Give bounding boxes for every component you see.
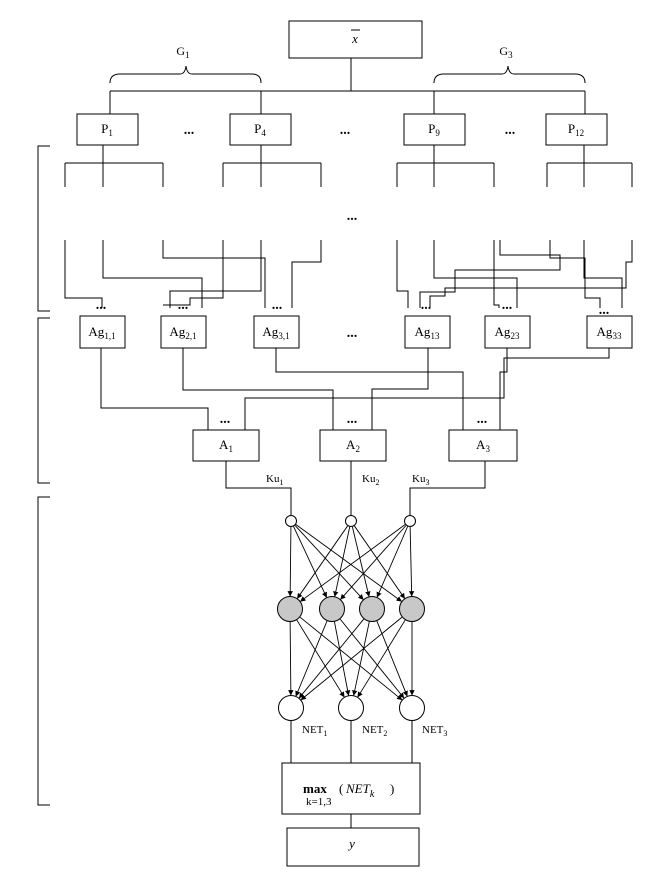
edge-in3-hid1 bbox=[300, 524, 406, 602]
p-block-4: P4 bbox=[229, 113, 292, 146]
ellipsis-p-3: ... bbox=[505, 123, 516, 138]
svg-text:P1: P1 bbox=[101, 121, 113, 138]
hidden-node-4 bbox=[399, 596, 425, 622]
p-block-1: P1 bbox=[76, 113, 139, 146]
ag-block-3-3: Ag33 bbox=[586, 315, 633, 349]
ellipsis-a-3: ... bbox=[477, 412, 488, 427]
edge-in2-hid1 bbox=[297, 525, 348, 599]
edge-in2-hid2 bbox=[333, 526, 351, 597]
edge-hid4-out2 bbox=[357, 619, 406, 698]
ellipsis-ag-3: ... bbox=[272, 298, 283, 313]
edge-hid2-out1 bbox=[295, 620, 328, 697]
ellipsis-ag-5: ... bbox=[502, 298, 513, 313]
output-block bbox=[286, 827, 420, 867]
ellipsis-p-2: ... bbox=[340, 123, 351, 138]
brace-g3 bbox=[433, 65, 586, 84]
ag-to-a-lines bbox=[100, 348, 610, 430]
p-block-12: P12 bbox=[545, 113, 608, 146]
ag-block-2-1: Ag2,1 bbox=[160, 315, 207, 349]
edge-hid3-out1 bbox=[298, 618, 365, 699]
ku-label-2: Ku2 bbox=[362, 473, 379, 487]
net-label-1: NET1 bbox=[302, 724, 327, 738]
edge-in2-hid4 bbox=[354, 525, 405, 599]
ellipsis-a-1: ... bbox=[220, 412, 231, 427]
edge-hid2-out2 bbox=[334, 621, 351, 696]
a-block-1: A1 bbox=[192, 429, 260, 462]
ellipsis-ag-row: ... bbox=[347, 326, 358, 341]
svg-text:NETk: NETk bbox=[345, 781, 375, 800]
svg-text:(: ( bbox=[339, 781, 343, 796]
ellipsis-ag-1: ... bbox=[96, 298, 107, 313]
input-block bbox=[288, 20, 423, 59]
brace-g1 bbox=[109, 65, 262, 84]
routing-lines bbox=[64, 240, 633, 308]
ku-label-1: Ku1 bbox=[266, 473, 283, 487]
ellipsis-middle: ... bbox=[347, 209, 358, 224]
max-block: max ( NETk ) k=1,3 bbox=[281, 762, 421, 815]
fork-p4 bbox=[222, 145, 322, 187]
edge-hid1-out1 bbox=[288, 621, 294, 696]
net-to-max-lines bbox=[290, 721, 413, 763]
fork-p1 bbox=[64, 145, 164, 187]
output-node-3 bbox=[399, 695, 425, 721]
a-to-nn-lines bbox=[225, 461, 486, 517]
input-connectors bbox=[109, 58, 586, 114]
input-label: x bbox=[351, 31, 358, 46]
hidden-node-3 bbox=[359, 596, 385, 622]
fork-p12 bbox=[546, 145, 633, 187]
label-g1: G1 bbox=[176, 44, 189, 60]
edge-hid1-out2 bbox=[296, 619, 345, 698]
output-node-2 bbox=[338, 695, 364, 721]
input-node-1 bbox=[285, 515, 297, 527]
ag-block-1-1: Ag1,1 bbox=[79, 315, 126, 349]
ag-block-1-3: Ag13 bbox=[404, 315, 451, 349]
net-label-2: NET2 bbox=[362, 724, 387, 738]
a-block-2: A2 bbox=[319, 429, 387, 462]
fork-p9 bbox=[396, 145, 495, 187]
output-label: y bbox=[347, 836, 355, 851]
ellipsis-ag-4: ... bbox=[421, 298, 432, 313]
label-g3: G3 bbox=[499, 44, 513, 60]
svg-text:): ) bbox=[390, 781, 394, 796]
ellipsis-p-1: ... bbox=[184, 123, 195, 138]
edge-in1-hid4 bbox=[295, 524, 402, 602]
edge-hid3-out2 bbox=[352, 621, 370, 696]
svg-text:max: max bbox=[303, 781, 327, 796]
output-node-1 bbox=[278, 695, 304, 721]
hidden-node-2 bbox=[319, 596, 345, 622]
side-brace-2 bbox=[37, 317, 50, 484]
input-node-3 bbox=[404, 515, 416, 527]
input-node-2 bbox=[345, 515, 357, 527]
edge-in3-hid2 bbox=[340, 525, 407, 600]
ellipsis-a-2: ... bbox=[347, 412, 358, 427]
ku-label-3: Ku3 bbox=[412, 473, 429, 487]
ellipsis-ag-6: ... bbox=[599, 303, 610, 318]
p-block-9: P9 bbox=[403, 113, 466, 146]
edge-in1-hid2 bbox=[293, 526, 327, 598]
side-brace-3 bbox=[37, 496, 50, 806]
ellipsis-ag-2: ... bbox=[178, 298, 189, 313]
ag-block-2-3: Ag23 bbox=[484, 315, 531, 349]
edge-in3-hid4 bbox=[408, 526, 415, 597]
edge-hid4-out1 bbox=[300, 616, 403, 701]
svg-text:k=1,3: k=1,3 bbox=[306, 796, 332, 808]
edge-in2-hid3 bbox=[351, 526, 371, 597]
nn-edges bbox=[287, 524, 415, 701]
edge-hid2-out3 bbox=[339, 618, 405, 699]
ag-block-3-1: Ag3,1 bbox=[253, 315, 300, 349]
a-block-3: A3 bbox=[448, 429, 518, 462]
hidden-node-1 bbox=[277, 596, 303, 622]
edge-in3-hid3 bbox=[376, 526, 409, 598]
edge-in1-hid1 bbox=[287, 526, 293, 597]
net-label-3: NET3 bbox=[422, 724, 447, 738]
side-brace-1 bbox=[37, 145, 50, 312]
